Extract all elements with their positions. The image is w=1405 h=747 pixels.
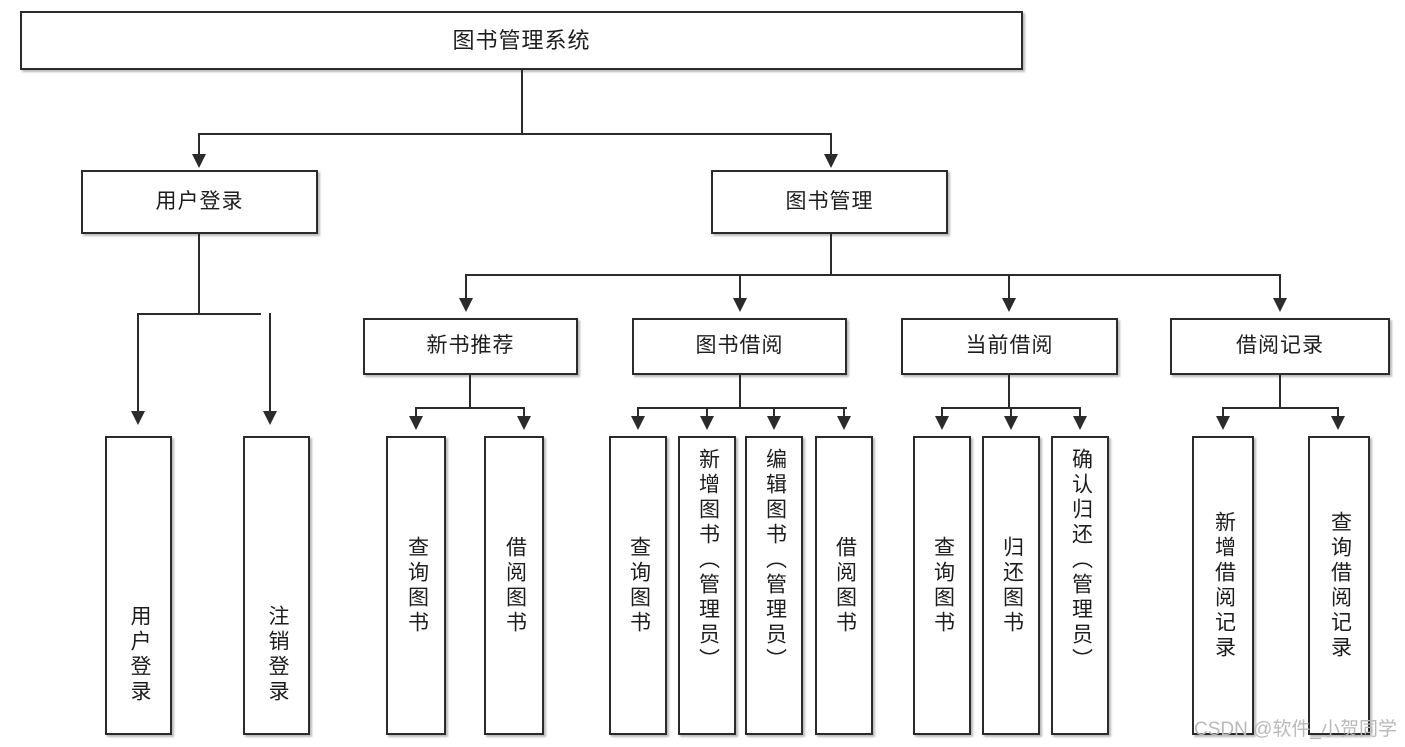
arrow-to-current-borrow — [1002, 298, 1016, 312]
arrow-to-leaf-add-record — [1216, 416, 1230, 430]
connector-user-login-bus — [137, 313, 261, 315]
connector-cb-stem — [1008, 375, 1010, 409]
arrow-to-book-borrow — [733, 298, 747, 312]
node-label: 图书管理系统 — [452, 27, 591, 53]
node-book-manage[interactable]: 图书管理 — [711, 170, 948, 234]
connector-bm-drop-1 — [465, 274, 467, 300]
leaf-label: 新增借阅记录 — [1212, 510, 1236, 661]
arrow-to-leaf-logout — [263, 411, 277, 425]
connector-bm-drop-3 — [1008, 274, 1010, 300]
leaf-edit-book-admin[interactable]: 编辑图书（管理员） — [745, 436, 803, 735]
leaf-return-book[interactable]: 归还图书 — [982, 436, 1040, 735]
csdn-watermark: CSDN @软件_小贺同学 — [1194, 719, 1397, 740]
arrow-to-leaf-query-book-2 — [631, 416, 645, 430]
connector-root-drop-left — [198, 133, 200, 156]
leaf-label: 新增图书（管理员） — [696, 448, 720, 673]
leaf-borrow-book-recommend[interactable]: 借阅图书 — [484, 436, 544, 735]
arrow-to-leaf-query-book-3 — [935, 416, 949, 430]
connector-br-drop-2 — [1337, 407, 1339, 417]
leaf-confirm-return-admin[interactable]: 确认归还（管理员） — [1051, 436, 1109, 735]
connector-bb-drop-2 — [706, 407, 708, 417]
connector-br-stem — [1279, 375, 1281, 409]
leaf-label: 借阅图书 — [503, 535, 527, 636]
leaf-label: 查询图书 — [931, 535, 955, 636]
arrow-to-leaf-borrow-book-2 — [837, 416, 851, 430]
arrow-to-user-login — [192, 154, 206, 168]
leaf-query-book-current[interactable]: 查询图书 — [913, 436, 971, 735]
node-label: 当前借阅 — [965, 334, 1054, 358]
connector-root-stem — [521, 70, 523, 134]
leaf-add-book-admin[interactable]: 新增图书（管理员） — [678, 436, 736, 735]
connector-book-manage-bus — [465, 274, 1281, 276]
node-label: 图书管理 — [785, 189, 874, 213]
leaf-label: 确认归还（管理员） — [1069, 448, 1093, 673]
connector-cb-drop-3 — [1079, 407, 1081, 417]
arrow-to-leaf-edit-book — [767, 416, 781, 430]
connector-bb-bus — [637, 407, 847, 409]
connector-bb-drop-4 — [843, 407, 845, 417]
connector-user-login-stem — [198, 234, 200, 314]
arrow-to-leaf-query-book-1 — [409, 416, 423, 430]
node-current-borrow[interactable]: 当前借阅 — [901, 318, 1118, 375]
connector-br-drop-1 — [1222, 407, 1224, 417]
leaf-label: 归还图书 — [1000, 535, 1024, 636]
connector-bm-drop-4 — [1279, 274, 1281, 300]
arrow-to-leaf-confirm-return — [1073, 416, 1087, 430]
connector-br-bus — [1222, 407, 1339, 409]
connector-bb-drop-3 — [773, 407, 775, 417]
node-borrow-record[interactable]: 借阅记录 — [1170, 318, 1390, 375]
connector-bb-stem — [739, 375, 741, 409]
connector-root-drop-right — [830, 133, 832, 156]
connector-bb-drop-1 — [637, 407, 639, 417]
leaf-add-borrow-record[interactable]: 新增借阅记录 — [1192, 436, 1254, 735]
leaf-label: 用户登录 — [127, 605, 151, 705]
arrow-to-leaf-add-book — [700, 416, 714, 430]
connector-nbr-stem — [469, 375, 471, 409]
leaf-label: 查询图书 — [405, 535, 429, 636]
leaf-query-book-recommend[interactable]: 查询图书 — [386, 436, 446, 735]
arrow-to-leaf-return-book — [1004, 416, 1018, 430]
arrow-to-book-manage — [824, 154, 838, 168]
leaf-label: 注销登录 — [265, 605, 289, 705]
node-new-book-recommend[interactable]: 新书推荐 — [363, 318, 578, 375]
arrow-to-leaf-query-record — [1331, 416, 1345, 430]
connector-nbr-drop-2 — [523, 407, 525, 417]
arrow-to-borrow-record — [1273, 298, 1287, 312]
leaf-user-login[interactable]: 用户登录 — [105, 436, 172, 735]
node-label: 用户登录 — [155, 189, 244, 213]
node-label: 借阅记录 — [1236, 334, 1324, 358]
connector-cb-drop-1 — [941, 407, 943, 417]
node-book-borrow[interactable]: 图书借阅 — [632, 318, 847, 375]
node-label: 新书推荐 — [426, 334, 515, 358]
arrow-to-leaf-user-login — [131, 411, 145, 425]
node-label: 图书借阅 — [695, 334, 784, 358]
leaf-label: 查询图书 — [627, 535, 651, 636]
connector-bm-drop-2 — [739, 274, 741, 300]
leaf-query-borrow-record[interactable]: 查询借阅记录 — [1308, 436, 1370, 735]
node-user-login[interactable]: 用户登录 — [81, 170, 318, 234]
leaf-label: 查询借阅记录 — [1328, 510, 1352, 661]
connector-user-login-drop-2 — [269, 313, 271, 413]
node-root-system[interactable]: 图书管理系统 — [20, 11, 1023, 70]
leaf-label: 编辑图书（管理员） — [763, 448, 787, 673]
leaf-query-book-borrow[interactable]: 查询图书 — [609, 436, 667, 735]
connector-nbr-drop-1 — [415, 407, 417, 417]
connector-user-login-drop-1 — [137, 313, 139, 413]
leaf-logout[interactable]: 注销登录 — [243, 436, 310, 735]
connector-root-bus — [198, 133, 832, 135]
leaf-borrow-book-borrow[interactable]: 借阅图书 — [815, 436, 873, 735]
leaf-label: 借阅图书 — [833, 535, 857, 636]
connector-nbr-bus — [415, 407, 525, 409]
arrow-to-new-book-recommend — [459, 298, 473, 312]
arrow-to-leaf-borrow-book-1 — [517, 416, 531, 430]
connector-book-manage-stem — [830, 234, 832, 275]
connector-cb-drop-2 — [1010, 407, 1012, 417]
